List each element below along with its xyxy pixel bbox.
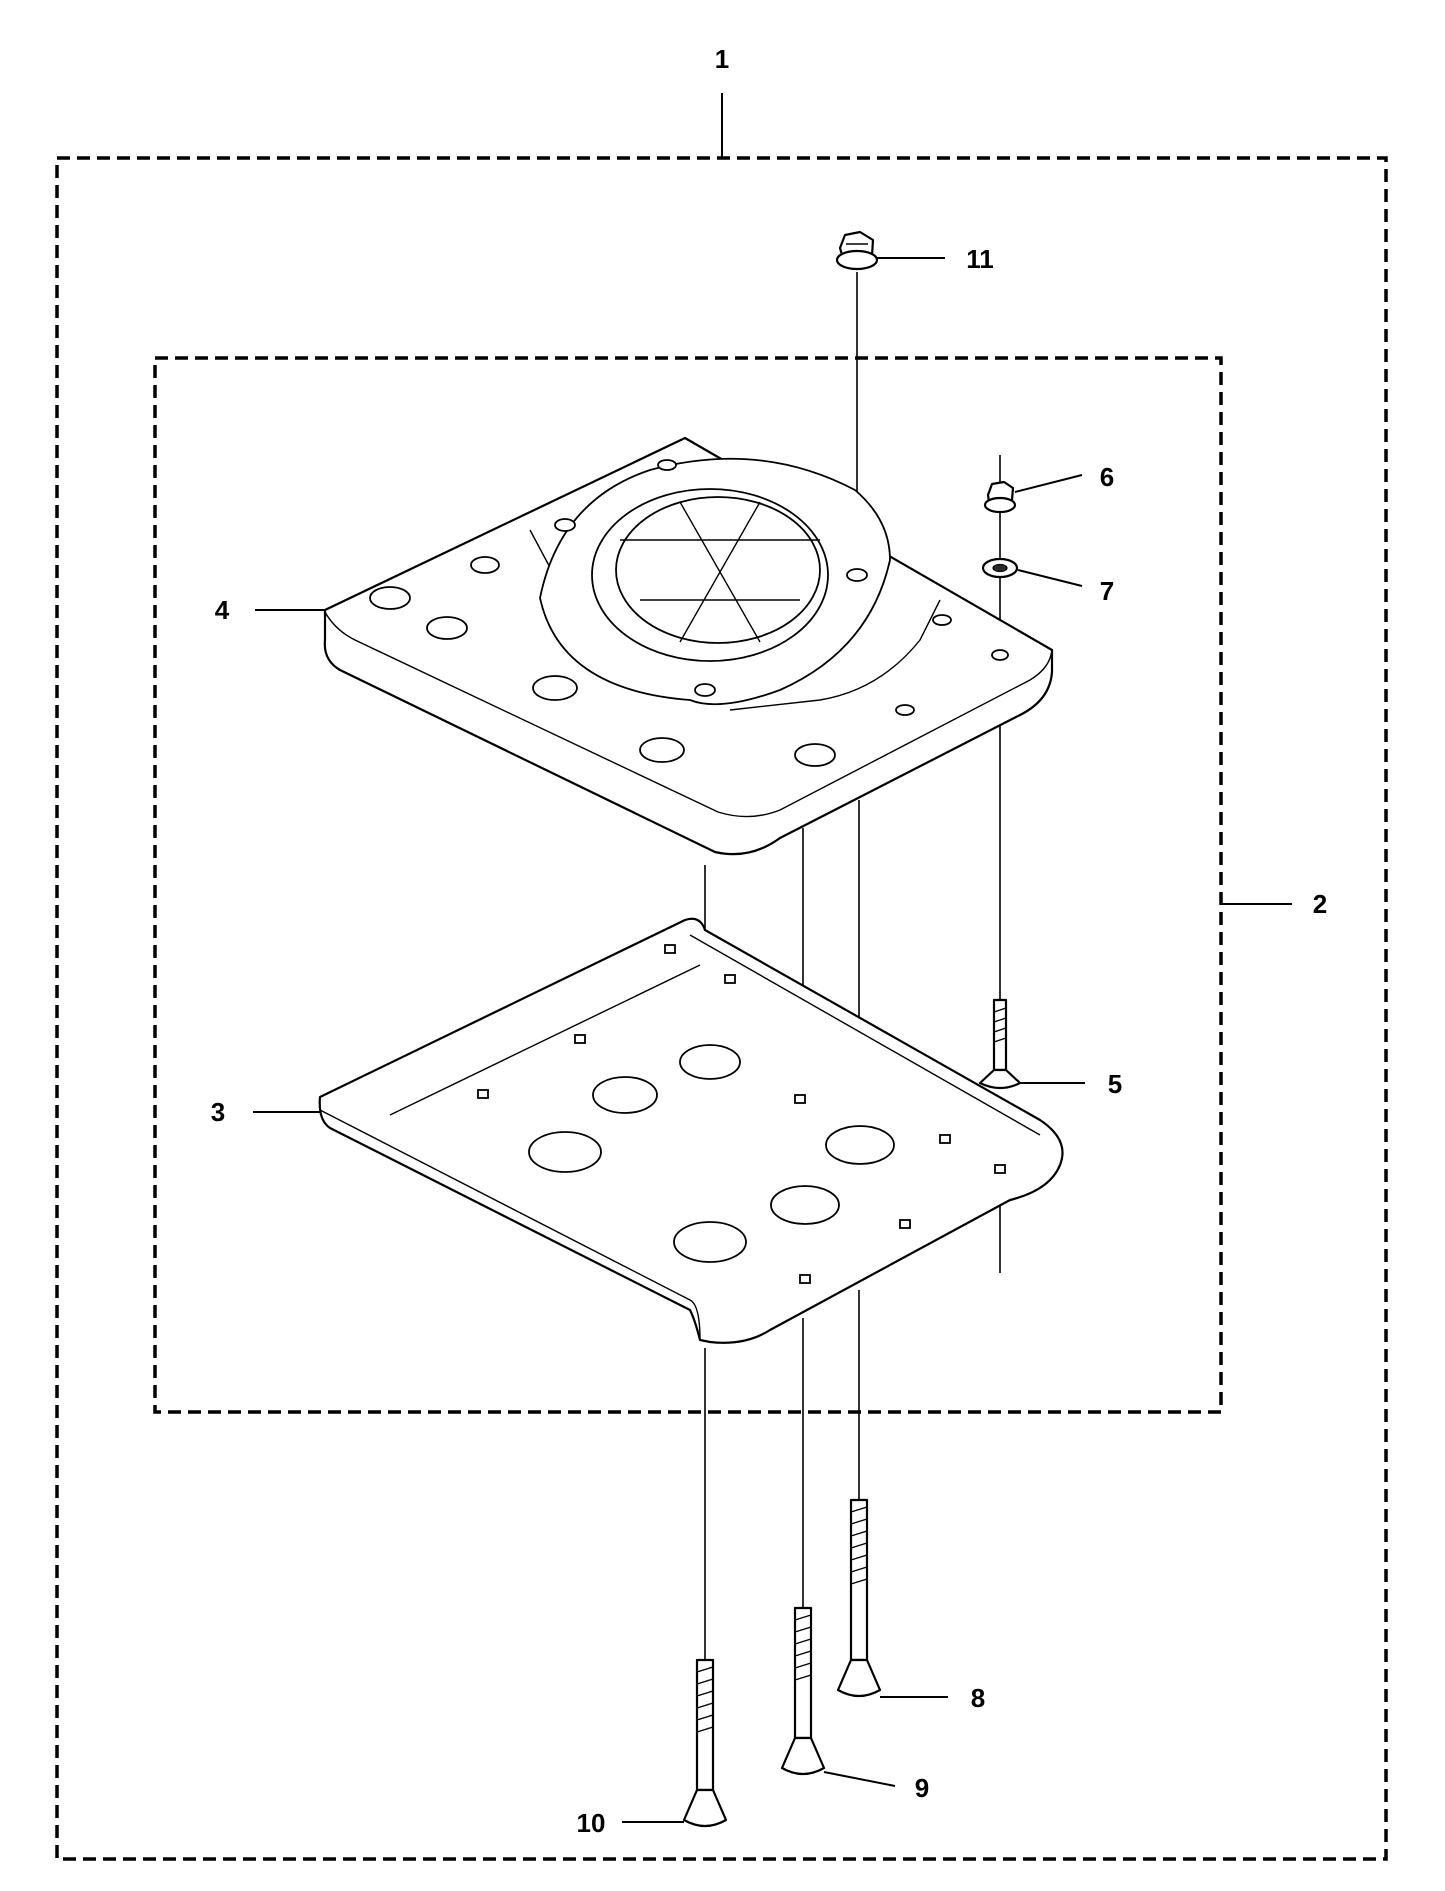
callout-9: 9	[915, 1773, 929, 1803]
bolt-part-5	[978, 998, 1022, 1090]
callout-1: 1	[715, 44, 729, 74]
callout-4: 4	[215, 595, 230, 625]
callout-3: 3	[211, 1097, 225, 1127]
callout-6: 6	[1100, 462, 1114, 492]
flange-nut-part-11	[835, 230, 879, 271]
lower-skid-plate-part-3	[318, 917, 1064, 1344]
leader-6	[1014, 474, 1083, 493]
callout-2: 2	[1313, 889, 1327, 919]
callout-7: 7	[1100, 576, 1114, 606]
leader-9	[823, 1771, 896, 1787]
bolt-part-10	[682, 1658, 728, 1828]
upper-plate-part-4	[323, 436, 1054, 856]
callout-5: 5	[1108, 1069, 1122, 1099]
skid-plate-square-slots	[477, 944, 1006, 1284]
bolt-part-9	[780, 1606, 826, 1776]
bolt-part-8	[836, 1498, 882, 1698]
callout-10: 10	[577, 1808, 606, 1838]
washer-part-7	[981, 557, 1019, 579]
leader-7	[1017, 569, 1083, 587]
plate-bolt-holes	[369, 459, 1009, 767]
assembly-boundary-inner	[153, 356, 1223, 1414]
nut-part-6	[983, 480, 1017, 514]
callout-8: 8	[971, 1683, 985, 1713]
skid-plate-countersinks	[528, 1044, 895, 1263]
callout-11: 11	[966, 244, 994, 274]
